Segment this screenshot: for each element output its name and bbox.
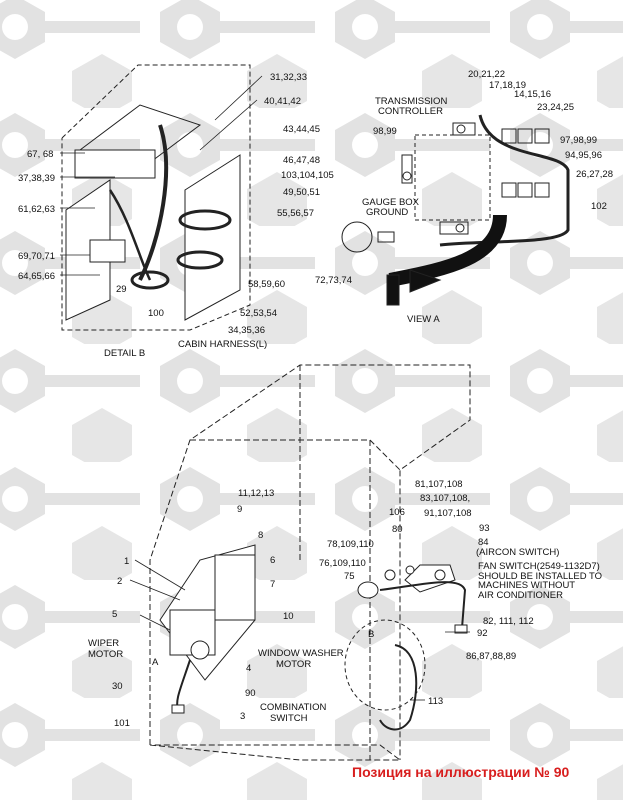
label: 10	[283, 611, 294, 622]
label: GAUGE BOX	[362, 197, 420, 208]
label: 26,27,28	[576, 169, 613, 180]
label: 90	[245, 688, 256, 699]
main-view-drawing	[149, 364, 471, 761]
label: TRANSMISSION	[375, 96, 447, 107]
label: CONTROLLER	[378, 106, 443, 117]
label: FAN SWITCH(2549-1132D7)	[478, 561, 600, 572]
label: 7	[270, 579, 275, 590]
label: 31,32,33	[270, 72, 307, 83]
label: 67, 68	[27, 149, 53, 160]
label: 4	[246, 663, 251, 674]
label: 43,44,45	[283, 124, 320, 135]
label: 69,70,71	[18, 251, 55, 262]
label: 1	[124, 556, 129, 567]
label: 8	[258, 530, 263, 541]
label: MOTOR	[276, 659, 311, 670]
label: 92	[477, 628, 488, 639]
main-view-labels: 11,12,13 9 8 1 6 2 7 5 10 WIPER MOTOR A …	[88, 479, 602, 729]
label: 102	[591, 201, 607, 212]
label: 2	[117, 576, 122, 587]
label: 103,104,105	[281, 170, 334, 181]
label: 37,38,39	[18, 173, 55, 184]
label: 58,59,60	[248, 279, 285, 290]
label: 61,62,63	[18, 204, 55, 215]
label: B	[368, 629, 374, 640]
label: 17,18,19	[489, 80, 526, 91]
label: GROUND	[366, 207, 408, 218]
label: 80	[392, 524, 403, 535]
label: 83,107,108,	[420, 493, 470, 504]
label: 46,47,48	[283, 155, 320, 166]
label: 29	[116, 284, 127, 295]
label: 34,35,36	[228, 325, 265, 336]
label: 93	[479, 523, 490, 534]
detail-b-drawing	[61, 64, 251, 331]
footer-caption: Позиция на иллюстрации № 90	[352, 764, 570, 780]
label: 40,41,42	[264, 96, 301, 107]
label: 84	[478, 537, 489, 548]
label: 6	[270, 555, 275, 566]
label: 113	[428, 696, 443, 707]
view-a-labels: 20,21,22 17,18,19 14,15,16 23,24,25 TRAN…	[315, 69, 613, 325]
label: 76,109,110	[319, 558, 366, 569]
label: 101	[114, 718, 130, 729]
label: MOTOR	[88, 649, 123, 660]
label: 98,99	[373, 126, 397, 137]
label: 20,21,22	[468, 69, 505, 80]
label: 30	[112, 681, 123, 692]
label: 91,107,108	[424, 508, 472, 519]
label: 64,65,66	[18, 271, 55, 282]
label: WINDOW WASHER	[258, 648, 344, 659]
label: 97,98,99	[560, 135, 597, 146]
label: 86,87,88,89	[466, 651, 516, 662]
switch-panel-drawing	[344, 564, 468, 731]
label: 100	[148, 308, 164, 319]
label: 75	[344, 571, 355, 582]
label: (AIRCON SWITCH)	[476, 547, 559, 558]
label: 9	[237, 504, 242, 515]
label: 5	[112, 609, 117, 620]
label: 72,73,74	[315, 275, 352, 286]
label: 82, 111, 112	[483, 616, 534, 627]
label: MACHINES WITHOUT	[478, 580, 575, 591]
detail-b-title: DETAIL B	[104, 348, 145, 359]
label: 55,56,57	[277, 208, 314, 219]
label: 81,107,108	[415, 479, 463, 490]
label: SHOULD BE INSTALLED TO	[478, 571, 602, 582]
label: 94,95,96	[565, 150, 602, 161]
label: 14,15,16	[514, 89, 551, 100]
label: A	[152, 657, 159, 668]
label: SWITCH	[270, 713, 308, 724]
label: WIPER	[88, 638, 119, 649]
detail-b-labels: 31,32,33 40,41,42 43,44,45 46,47,48 103,…	[18, 72, 334, 359]
label: 11,12,13	[238, 488, 274, 499]
view-a-drawing	[341, 114, 570, 306]
label: 106	[389, 507, 405, 518]
label: CABIN HARNESS(L)	[178, 339, 267, 350]
label: 23,24,25	[537, 102, 574, 113]
label: 3	[240, 711, 245, 722]
label: COMBINATION	[260, 702, 326, 713]
label: 52,53,54	[240, 308, 277, 319]
label: 49,50,51	[283, 187, 320, 198]
leader-lines	[60, 75, 470, 701]
console-drawing	[159, 544, 256, 714]
view-a-title: VIEW A	[407, 314, 440, 325]
label: 78,109,110	[327, 539, 374, 550]
label: AIR CONDITIONER	[478, 590, 563, 601]
